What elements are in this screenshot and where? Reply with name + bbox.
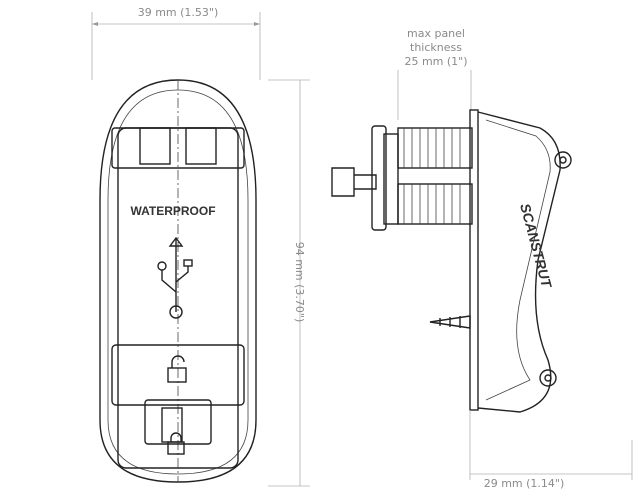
- unlock-icon: [167, 355, 187, 383]
- height-label: 94 mm (3.70"): [293, 242, 306, 323]
- panel-label-line1: max panel: [407, 27, 465, 40]
- depth-dimension: 29 mm (1.14"): [469, 410, 633, 490]
- depth-label: 29 mm (1.14"): [484, 477, 565, 490]
- height-dimension: 94 mm (3.70"): [268, 79, 310, 487]
- waterproof-label: WATERPROOF: [130, 204, 215, 218]
- usb-icon: [157, 236, 193, 319]
- panel-label-line3: 25 mm (1"): [404, 55, 467, 68]
- width-dimension: 39 mm (1.53"): [91, 6, 261, 80]
- panel-thickness-dimension: max panel thickness 25 mm (1"): [397, 27, 472, 120]
- width-label: 39 mm (1.53"): [138, 6, 219, 19]
- front-view: WATERPROOF: [99, 79, 257, 483]
- panel-label-line2: thickness: [410, 41, 462, 54]
- lock-icon: [167, 432, 185, 455]
- side-view: SCANSTRUT: [331, 109, 572, 413]
